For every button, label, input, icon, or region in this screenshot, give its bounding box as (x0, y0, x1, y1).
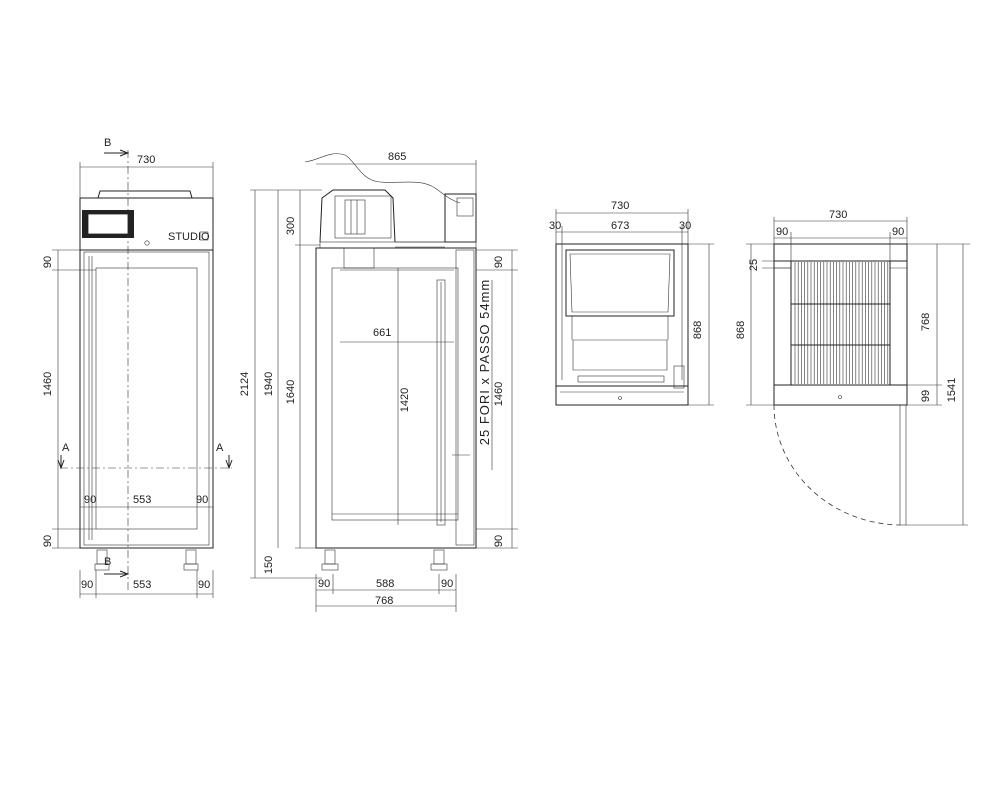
front-feet-width: 553 (133, 579, 151, 591)
top-width-total: 730 (611, 200, 629, 212)
section-b-bottom: B (104, 556, 111, 568)
vent-grille (456, 197, 474, 217)
holes-label: 25 FORI x PASSO 54mm (477, 279, 492, 445)
open-door (899, 404, 907, 526)
front-inner-right: 90 (196, 494, 208, 506)
side-feet-middle: 588 (376, 578, 394, 590)
section-b-top: B (104, 137, 111, 149)
section-width-total: 730 (829, 209, 847, 221)
top-view: 730 30 673 30 868 (549, 200, 714, 406)
section-body (773, 243, 908, 406)
front-view: STUDIO A A B B 730 (42, 137, 233, 598)
section-view: 730 90 90 25 868 768 99 1541 (735, 209, 970, 526)
side-body (315, 247, 477, 549)
section-right: 90 (892, 226, 904, 238)
top-side-right: 30 (679, 220, 691, 232)
side-inner-height: 1420 (399, 388, 411, 412)
front-door-height: 1460 (42, 372, 54, 396)
side-total-height: 2124 (239, 372, 251, 396)
side-view: 865 2124 1940 150 300 1640 661 1420 25 F… (239, 151, 518, 612)
section-a-right: A (216, 442, 224, 454)
top-body (555, 243, 689, 406)
side-door (455, 249, 475, 546)
door-glass (95, 267, 198, 530)
section-a-left: A (62, 442, 70, 454)
side-door-top: 90 (493, 256, 505, 268)
front-bottom-band: 90 (42, 535, 54, 547)
front-width-total: 730 (137, 154, 155, 166)
front-top-band: 90 (42, 256, 54, 268)
side-door-bottom: 90 (493, 535, 505, 547)
shelf-rail (436, 279, 446, 526)
side-legs: 150 (263, 556, 275, 574)
section-door-part: 99 (920, 390, 932, 402)
side-height-no-legs: 1940 (263, 372, 275, 396)
section-grid-gap: 25 (748, 259, 760, 271)
section-depth-total: 868 (735, 321, 747, 339)
top-depth: 868 (692, 321, 704, 339)
logo-mark (199, 231, 209, 241)
top-inner-width: 673 (611, 220, 629, 232)
side-feet-left: 90 (318, 578, 330, 590)
power-button-icon (144, 240, 150, 246)
front-feet-right: 90 (198, 579, 210, 591)
side-depth-total: 768 (375, 595, 393, 607)
side-door-height: 1460 (493, 382, 505, 406)
grid-bars (794, 262, 889, 384)
shelf-grid (790, 260, 891, 386)
section-inner-depth: 768 (920, 313, 932, 331)
section-door-swing: 1541 (946, 378, 958, 402)
front-inner-left: 90 (84, 494, 96, 506)
brand-logo: STUDIO (168, 231, 210, 243)
side-depth-cable: 865 (388, 151, 406, 163)
side-inner-depth: 661 (373, 327, 391, 339)
front-inner-width: 553 (133, 494, 151, 506)
top-side-left: 30 (549, 220, 561, 232)
front-feet-left: 90 (81, 579, 93, 591)
compressor-unit (334, 195, 392, 239)
side-top-unit: 300 (285, 217, 297, 235)
side-body-height: 1640 (285, 380, 297, 404)
side-feet-right: 90 (441, 578, 453, 590)
power-cable (304, 153, 461, 204)
section-left: 90 (776, 226, 788, 238)
door-swing-arc (773, 404, 901, 526)
